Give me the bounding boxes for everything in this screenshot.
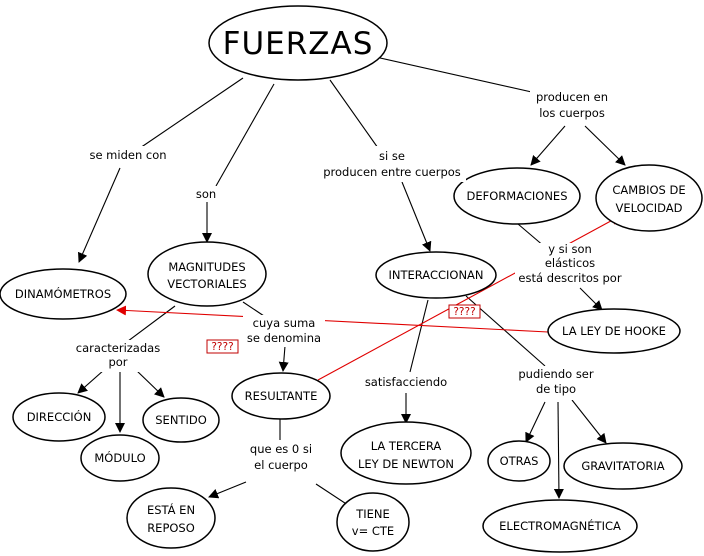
node-interaccionan: INTERACCIONAN xyxy=(375,251,497,299)
node-dinamometros: DINAMÓMETROS xyxy=(0,268,127,320)
unknown-mark-1: ???? xyxy=(206,339,239,354)
node-direccion: DIRECCIÓN xyxy=(12,392,106,442)
edge-se-miden-dinamometros xyxy=(78,167,121,263)
link-elasticos-2: elásticos xyxy=(545,256,595,270)
node-fuerzas: FUERZAS xyxy=(208,5,388,81)
magnitudes-label-1: MAGNITUDES xyxy=(168,260,245,274)
link-producen-en-1: producen en xyxy=(536,90,608,104)
link-que-es-1: que es 0 si xyxy=(250,442,312,456)
link-pudiendo-1: pudiendo ser xyxy=(518,367,594,381)
node-resultante: RESULTANTE xyxy=(231,372,331,420)
link-si-se-1: si se xyxy=(379,149,405,163)
edge-que-es-reposo xyxy=(208,481,247,499)
ley-hooke-label: LA LEY DE HOOKE xyxy=(562,324,666,338)
edge-fuerzas-si-se xyxy=(329,79,379,149)
tiene-label-1: TIENE xyxy=(355,507,390,521)
sentido-label: SENTIDO xyxy=(155,413,207,427)
node-tercera-ley: LA TERCERA LEY DE NEWTON xyxy=(340,421,472,485)
magnitudes-label-2: VECTORIALES xyxy=(167,277,246,291)
otras-label: OTRAS xyxy=(500,454,539,468)
link-producen-en-2: los cuerpos xyxy=(539,106,605,120)
deformaciones-label: DEFORMACIONES xyxy=(466,189,567,203)
link-pudiendo-2: de tipo xyxy=(536,382,576,396)
link-satisfacciendo: satisfacciendo xyxy=(365,375,447,389)
electromagnetica-label: ELECTROMAGNÉTICA xyxy=(499,518,621,533)
reposo-label-2: REPOSO xyxy=(147,521,195,535)
link-cuya-suma-1: cuya suma xyxy=(253,316,316,330)
fuerzas-title: FUERZAS xyxy=(223,26,374,62)
edge-caracterizadas-sentido xyxy=(135,369,165,398)
edge-fuerzas-producen-en xyxy=(379,57,546,96)
dinamometros-label: DINAMÓMETROS xyxy=(15,286,111,301)
node-cambios: CAMBIOS DE VELOCIDAD xyxy=(595,164,703,232)
svg-text:????: ???? xyxy=(453,306,475,318)
tiene-label-2: v= CTE xyxy=(352,524,394,538)
gravitatoria-label: GRAVITATORIA xyxy=(581,459,664,473)
edge-producen-cambios xyxy=(584,125,626,166)
reposo-label-1: ESTÁ EN xyxy=(147,502,195,517)
node-electromagnetica: ELECTROMAGNÉTICA xyxy=(482,499,638,553)
red-edge-hooke-dinamometros xyxy=(116,305,549,333)
tercera-ley-label-2: LEY DE NEWTON xyxy=(358,457,454,471)
node-modulo: MÓDULO xyxy=(80,434,160,482)
link-caracterizadas-2: por xyxy=(108,355,127,369)
resultante-label: RESULTANTE xyxy=(245,389,318,403)
edge-interaccionan-satisfacciendo xyxy=(409,299,429,373)
modulo-label: MÓDULO xyxy=(94,450,145,465)
node-deformaciones: DEFORMACIONES xyxy=(453,167,581,225)
node-reposo: ESTÁ EN REPOSO xyxy=(126,487,216,549)
cambios-label-2: VELOCIDAD xyxy=(616,201,683,215)
unknown-mark-2: ???? xyxy=(448,304,481,319)
link-caracterizadas-1: caracterizadas xyxy=(76,341,160,355)
edge-pudiendo-gravitatoria xyxy=(571,399,607,444)
tercera-ley-label-1: LA TERCERA xyxy=(371,439,442,453)
node-otras: OTRAS xyxy=(487,440,551,482)
node-magnitudes: MAGNITUDES VECTORIALES xyxy=(147,241,267,307)
edge-pudiendo-otras xyxy=(525,401,546,443)
edge-producen-deformaciones xyxy=(530,125,566,166)
interaccionan-label: INTERACCIONAN xyxy=(388,268,483,282)
link-cuya-suma-2: se denomina xyxy=(247,331,321,345)
node-gravitatoria: GRAVITATORIA xyxy=(563,442,683,490)
linking-phrases: se miden con son si se producen entre cu… xyxy=(72,88,627,475)
node-sentido: SENTIDO xyxy=(142,397,220,443)
red-edge-resultante-cambios xyxy=(317,215,621,381)
direccion-label: DIRECCIÓN xyxy=(27,409,92,424)
link-elasticos-3: está descritos por xyxy=(518,271,621,285)
edge-fuerzas-son xyxy=(215,83,275,187)
cambios-label-1: CAMBIOS DE xyxy=(612,183,685,197)
edge-si-se-interaccionan xyxy=(401,181,432,252)
svg-text:????: ???? xyxy=(211,341,233,353)
edge-pudiendo-electromagnetica xyxy=(553,401,564,499)
link-elasticos-1: y si son xyxy=(548,242,592,256)
edge-fuerzas-se-miden xyxy=(139,77,244,149)
link-si-se-2: producen entre cuerpos xyxy=(323,165,461,179)
edge-elasticos-hooke xyxy=(579,287,603,311)
link-que-es-2: el cuerpo xyxy=(254,458,308,472)
link-son: son xyxy=(196,187,216,201)
edge-caracterizadas-direccion xyxy=(77,369,105,394)
link-se-miden-con: se miden con xyxy=(89,148,166,162)
node-ley-hooke: LA LEY DE HOOKE xyxy=(547,308,681,354)
node-tiene: TIENE v= CTE xyxy=(336,492,410,552)
edge-cuya-suma-resultante xyxy=(278,345,289,372)
